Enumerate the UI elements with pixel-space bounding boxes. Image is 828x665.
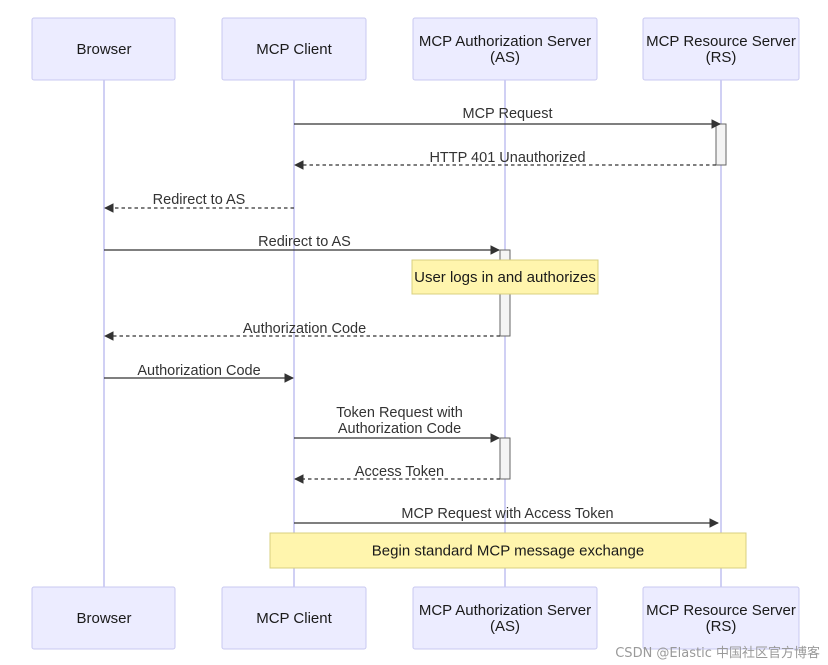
- participant-box: [31, 17, 176, 81]
- participant-label: MCP Client: [256, 41, 332, 58]
- participant-label: Browser: [76, 41, 131, 58]
- participant-box: [412, 586, 598, 650]
- participant-browser-top: Browser: [31, 17, 176, 81]
- participant-rs-bottom: MCP Resource Server(RS): [642, 586, 800, 650]
- participant-box: [221, 586, 367, 650]
- note-2: Begin standard MCP message exchange: [269, 532, 747, 569]
- participant-as-top: MCP Authorization Server(AS): [412, 17, 598, 81]
- participant-box: [31, 586, 176, 650]
- participant-box: [642, 586, 800, 650]
- note-1: User logs in and authorizes: [411, 259, 599, 295]
- participant-box: [642, 17, 800, 81]
- message-label: Authorization Code: [338, 421, 461, 437]
- message-label: HTTP 401 Unauthorized: [429, 150, 585, 166]
- message-label: Redirect to AS: [258, 234, 351, 250]
- message-1: MCP Request: [294, 106, 721, 129]
- participant-box: [221, 17, 367, 81]
- participant-as-bottom: MCP Authorization Server(AS): [412, 586, 598, 650]
- message-label: Redirect to AS: [153, 192, 246, 208]
- message-label: Access Token: [355, 464, 444, 480]
- note-text: Begin standard MCP message exchange: [372, 543, 644, 560]
- watermark: CSDN @Elastic 中国社区官方博客: [615, 646, 820, 661]
- note-box: [411, 259, 599, 295]
- participant-browser-bottom: Browser: [31, 586, 176, 650]
- message-8: Access Token: [294, 464, 500, 484]
- message-label: Authorization Code: [243, 321, 366, 337]
- participant-label: MCP Client: [256, 610, 332, 627]
- participant-client-bottom: MCP Client: [221, 586, 367, 650]
- participant-label: Browser: [76, 610, 131, 627]
- participant-label: (RS): [706, 49, 737, 66]
- participant-rs-top: MCP Resource Server(RS): [642, 17, 800, 81]
- note-text: User logs in and authorizes: [414, 269, 596, 286]
- message-6: Authorization Code: [104, 363, 294, 383]
- message-3: Redirect to AS: [104, 192, 294, 213]
- participant-label: (AS): [490, 618, 520, 635]
- participant-box: [412, 17, 598, 81]
- message-2: HTTP 401 Unauthorized: [294, 150, 716, 170]
- participant-label: (RS): [706, 618, 737, 635]
- participant-label: MCP Resource Server: [646, 33, 796, 50]
- participant-label: MCP Authorization Server: [419, 602, 591, 619]
- message-label: MCP Request: [463, 106, 553, 122]
- activation-bar: [499, 437, 511, 480]
- activation-bar: [715, 123, 727, 166]
- participant-label: MCP Authorization Server: [419, 33, 591, 50]
- message-4: Redirect to AS: [104, 234, 500, 255]
- participant-client-top: MCP Client: [221, 17, 367, 81]
- message-label: Token Request with: [336, 405, 463, 421]
- message-5: Authorization Code: [104, 321, 500, 341]
- participant-label: MCP Resource Server: [646, 602, 796, 619]
- message-label: MCP Request with Access Token: [401, 506, 613, 522]
- participant-label: (AS): [490, 49, 520, 66]
- message-label: Authorization Code: [137, 363, 260, 379]
- note-box: [269, 532, 747, 569]
- message-9: MCP Request with Access Token: [294, 506, 719, 528]
